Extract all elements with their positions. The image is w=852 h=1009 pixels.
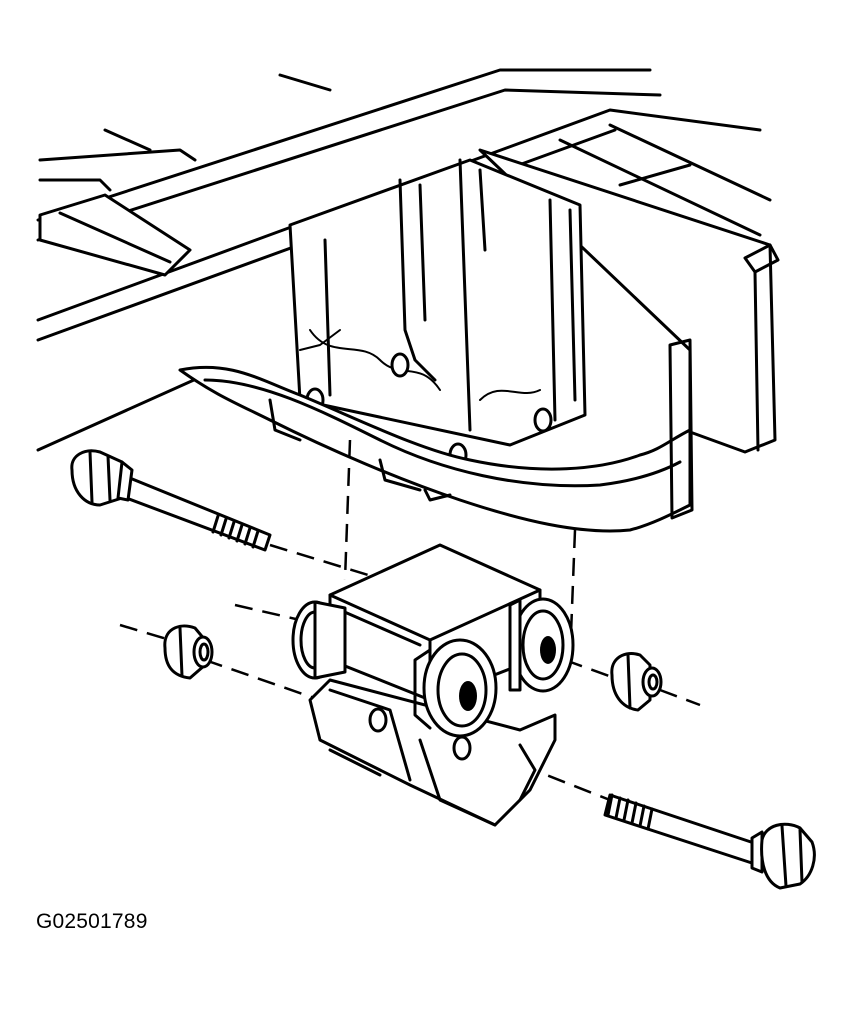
leaf-spring [178,338,694,533]
nut-left [163,624,214,680]
figure-code-label: G02501789 [36,910,148,933]
bolt-lower [603,793,816,890]
bushing-right [508,597,575,693]
bolt-thread-upper [211,514,260,549]
nut-right [610,652,663,712]
bolt-upper [70,449,272,552]
bolt-thread-lower [606,793,654,831]
bushing-front [413,638,498,738]
bushing-left [291,600,347,680]
frame-rail [36,68,762,452]
